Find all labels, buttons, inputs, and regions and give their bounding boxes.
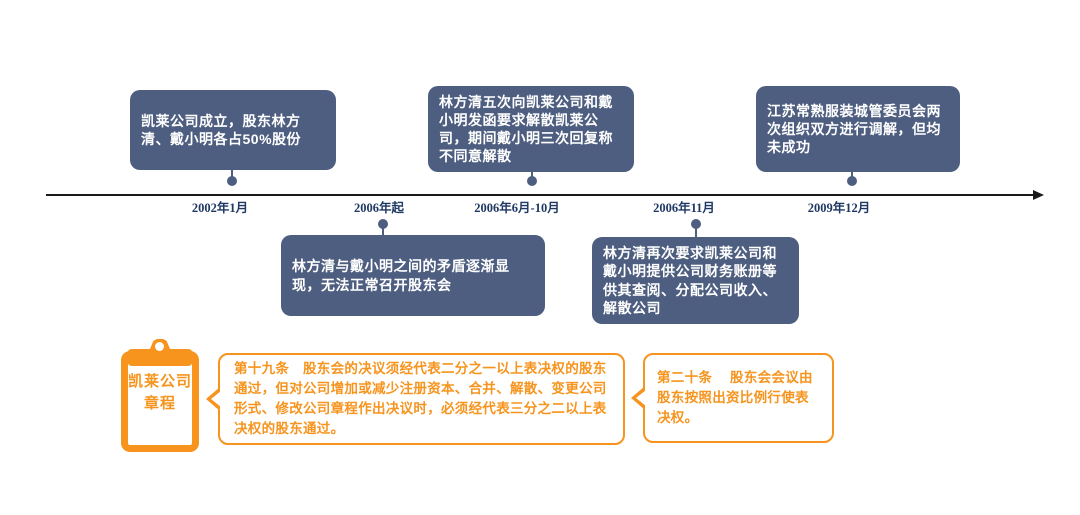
date-label-2006-11: 2006年11月: [653, 201, 715, 215]
event-node-dissolution-letters: 林方清五次向凯莱公司和戴小明发函要求解散凯莱公司，期间戴小明三次回复称不同意解散: [428, 86, 634, 172]
date-label-2002-01: 2002年1月: [191, 201, 249, 215]
connector-stem: [851, 170, 853, 181]
connector-dot: [227, 176, 237, 186]
date-label-2009-12: 2009年12月: [807, 201, 871, 215]
connector-stem: [695, 224, 697, 239]
event-text: 林方清五次向凯莱公司和戴小明发函要求解散凯莱公司，期间戴小明三次回复称不同意解散: [439, 93, 613, 165]
clipboard-clip-bar: [127, 349, 193, 366]
connector-dot: [691, 219, 701, 229]
event-node-company-founded: 凯莱公司成立，股东林方清、戴小明各占50%股份: [130, 90, 336, 170]
charter-label-line2: 章程: [143, 394, 176, 412]
connector-dot: [847, 176, 857, 186]
article-20-bubble: 第二十条 股东会会议由股东按照出资比例行使表决权。: [631, 353, 834, 443]
date-label-2006-start: 2006年起: [353, 201, 405, 215]
connector-stem: [231, 168, 233, 181]
connector-stem: [531, 170, 533, 181]
article-20-text: 第二十条 股东会会议由股东按照出资比例行使表决权。: [657, 369, 813, 426]
charter-label-line1: 凯莱公司: [127, 373, 192, 390]
article-19-text: 第十九条 股东会的决议须经代表二分之一以上表决权的股东通过，但对公司增加或减少注…: [234, 360, 607, 437]
clipboard-clip-hole: [155, 342, 164, 351]
connector-stem: [382, 224, 384, 237]
event-text: 林方清与戴小明之间的矛盾逐渐显现，无法正常召开股东会: [292, 258, 510, 293]
timeline-axis: [46, 194, 1034, 196]
event-text: 江苏常熟服装城管委员会两次组织双方进行调解，但均未成功: [767, 102, 941, 156]
clipboard-board: [121, 351, 199, 452]
article-19-bubble: 第十九条 股东会的决议须经代表二分之一以上表决权的股东通过，但对公司增加或减少注…: [206, 353, 625, 445]
date-label-2006-06-10: 2006年6月-10月: [474, 201, 560, 215]
event-node-mediation: 江苏常熟服装城管委员会两次组织双方进行调解，但均未成功: [756, 86, 960, 172]
event-node-conflict-emerges: 林方清与戴小明之间的矛盾逐渐显现，无法正常召开股东会: [281, 235, 545, 316]
timeline-arrowhead-icon: [1033, 190, 1044, 200]
charter-label: 凯莱公司 章程: [121, 371, 199, 415]
connector-dot: [378, 219, 388, 229]
event-node-demands: 林方清再次要求凯莱公司和戴小明提供公司财务账册等供其查阅、分配公司收入、解散公司: [592, 237, 799, 324]
connector-dot: [527, 176, 537, 186]
event-text: 林方清再次要求凯莱公司和戴小明提供公司财务账册等供其查阅、分配公司收入、解散公司: [603, 245, 777, 316]
event-text: 凯莱公司成立，股东林方清、戴小明各占50%股份: [141, 112, 302, 147]
charter-clipboard-icon: 凯莱公司 章程: [121, 338, 199, 452]
